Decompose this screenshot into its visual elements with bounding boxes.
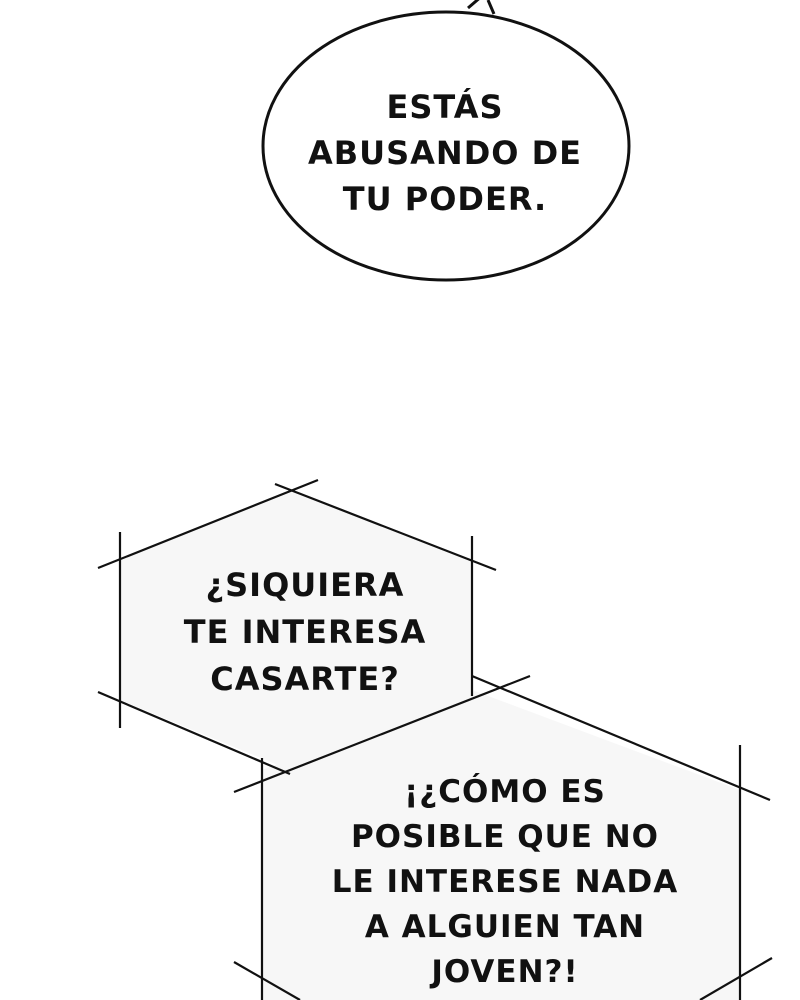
speech-bubble-text: ESTÁS ABUSANDO DE TU PODER. <box>300 84 590 222</box>
panel-outline-lines <box>97 478 773 1000</box>
thought-panel-upper <box>120 492 472 770</box>
dialogue-line: TU PODER. <box>342 180 548 218</box>
dialogue-line: A ALGUIEN TAN <box>364 909 646 945</box>
speech-bubble-tail <box>467 0 496 15</box>
thought-panel-lower <box>262 690 740 1000</box>
dialogue-line: TE INTERESA <box>183 613 427 651</box>
dialogue-line: ¡¿CÓMO ES <box>404 774 606 810</box>
dialogue-line: POSIBLE QUE NO <box>350 819 660 855</box>
thought-panel-lower-text: ¡¿CÓMO ES POSIBLE QUE NO LE INTERESE NAD… <box>300 770 710 995</box>
dialogue-line: ABUSANDO DE <box>307 134 583 172</box>
dialogue-line: ¿SIQUIERA <box>205 566 405 604</box>
speech-bubble <box>261 10 631 282</box>
thought-panel-upper-text: ¿SIQUIERA TE INTERESA CASARTE? <box>150 562 460 703</box>
dialogue-line: JOVEN?! <box>431 954 579 990</box>
dialogue-line: CASARTE? <box>210 660 400 698</box>
dialogue-line: LE INTERESE NADA <box>331 864 679 900</box>
dialogue-line: ESTÁS <box>386 88 504 126</box>
